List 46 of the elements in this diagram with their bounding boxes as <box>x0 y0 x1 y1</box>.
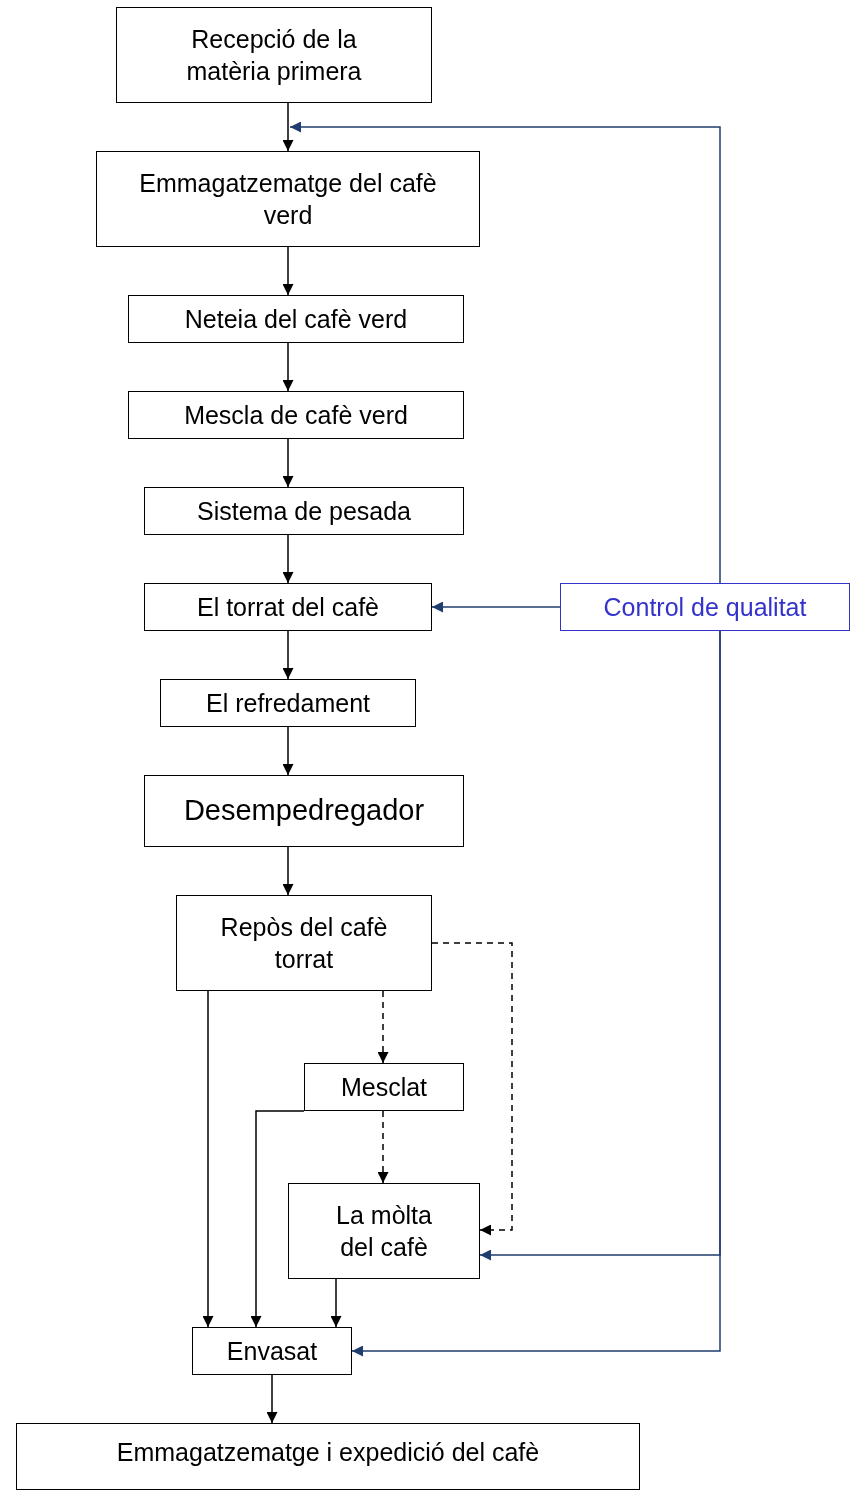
box-label: Neteia del cafè verd <box>184 303 408 335</box>
process-box <box>304 1063 464 1111</box>
arrow <box>202 990 214 1328</box>
process-box <box>116 7 432 103</box>
arrow <box>431 942 513 1236</box>
box-label: Mesclat <box>340 1071 428 1103</box>
arrow <box>282 534 294 584</box>
process-box <box>192 1327 352 1375</box>
process-box <box>144 487 464 535</box>
process-box <box>176 895 432 991</box>
box-label: Control de qualitat <box>603 591 807 623</box>
box-label: Repòs del cafè torrat <box>219 911 389 975</box>
arrow <box>250 1110 305 1328</box>
arrow <box>377 990 389 1064</box>
process-box <box>128 295 464 343</box>
arrow <box>330 1278 342 1328</box>
arrow <box>377 1110 389 1184</box>
process-box <box>128 391 464 439</box>
box-label: El refredament <box>206 687 370 719</box>
box-label: El torrat del cafè <box>197 591 379 623</box>
arrow <box>282 726 294 776</box>
arrow <box>351 630 721 1357</box>
box-label: Desempedregador <box>183 793 425 829</box>
arrow <box>282 438 294 488</box>
control-box <box>560 583 850 631</box>
arrow <box>282 342 294 392</box>
arrow <box>266 1374 278 1424</box>
box-label: Emmagatzematge i expedició del cafè <box>116 1437 540 1468</box>
box-label: Recepció de la matèria primera <box>185 23 363 87</box>
box-label: La mòlta del cafè <box>335 1199 433 1263</box>
process-box <box>96 151 480 247</box>
arrow <box>431 601 561 613</box>
process-box <box>144 583 432 631</box>
process-box <box>288 1183 480 1279</box>
arrow <box>282 630 294 680</box>
process-box <box>16 1423 640 1490</box>
box-label: Sistema de pesada <box>197 495 411 527</box>
arrow <box>289 121 721 584</box>
arrow <box>282 246 294 296</box>
box-label: Mescla de cafè verd <box>184 399 408 431</box>
arrow <box>282 846 294 896</box>
arrow <box>282 102 294 152</box>
process-box <box>160 679 416 727</box>
process-box <box>144 775 464 847</box>
box-label: Emmagatzematge del cafè verd <box>138 167 438 231</box>
box-label: Envasat <box>226 1335 318 1367</box>
